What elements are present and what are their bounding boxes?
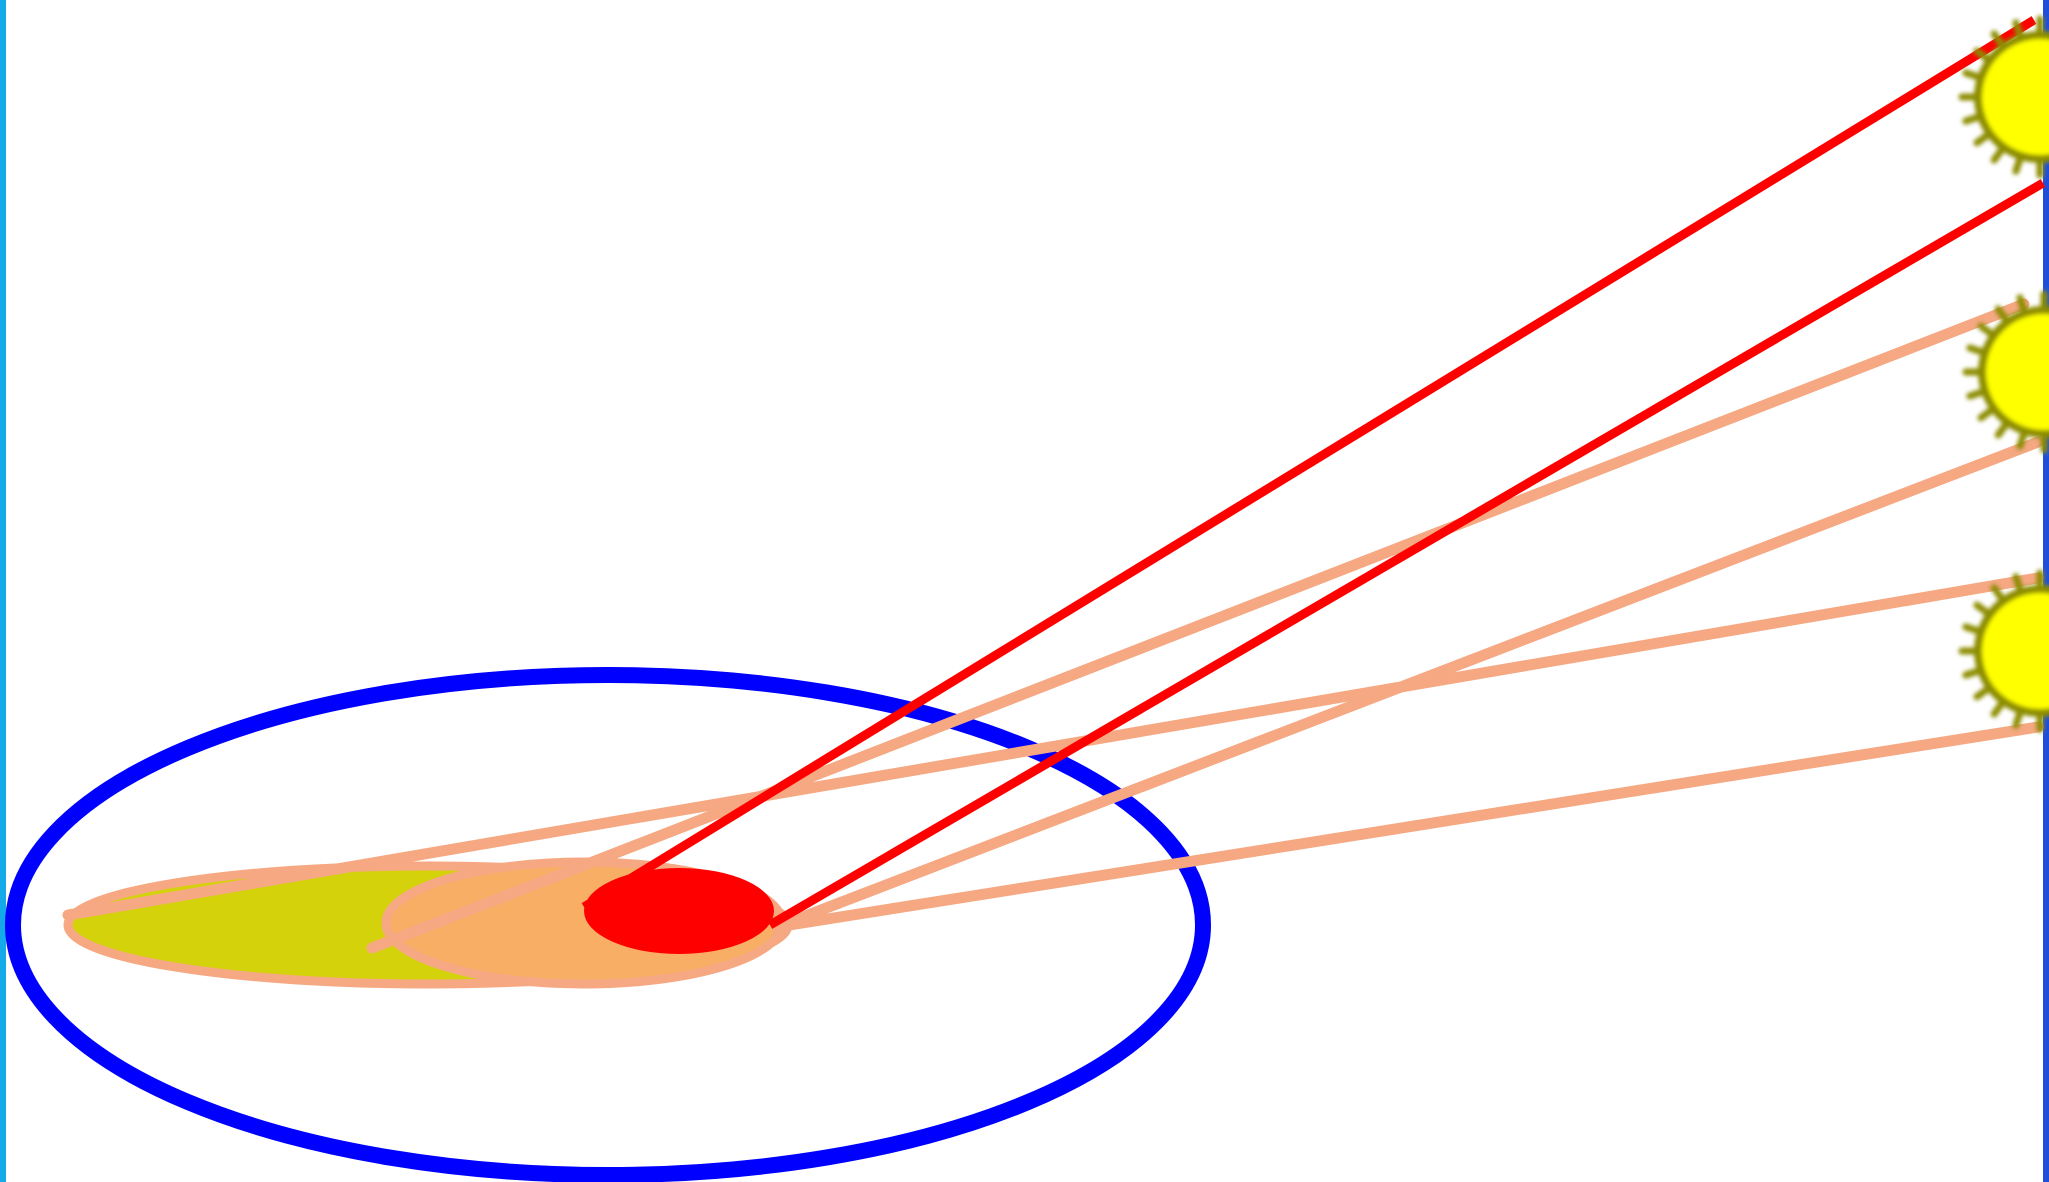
primary-beam-lower-edge (770, 183, 2043, 925)
primary-beam-upper-edge (584, 20, 2034, 907)
sun-icon (1962, 19, 2049, 175)
primary-spot (584, 868, 774, 954)
sun-icon (1962, 573, 2049, 729)
tertiary-beam-upper-edge (68, 578, 2038, 915)
secondary-beam-lower-edge (782, 442, 2038, 925)
